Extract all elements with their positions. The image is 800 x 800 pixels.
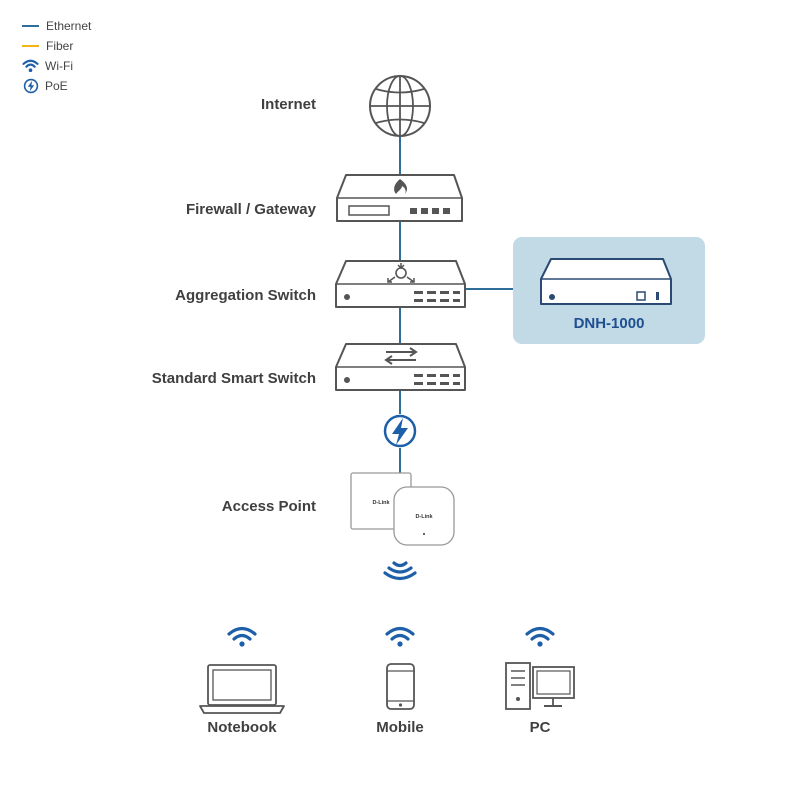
access-point-label: Access Point [221, 498, 316, 515]
ap-brand-text-front: D-Link [415, 514, 433, 520]
desktop-pc-icon [505, 662, 575, 710]
phone-icon [386, 663, 415, 710]
wifi-icon [22, 58, 39, 74]
dnh-label: DNH-1000 [573, 315, 645, 332]
dnh-appliance-icon [540, 258, 672, 305]
legend-poe-label: PoE [45, 79, 68, 93]
dnh-panel: DNH-1000 [513, 237, 705, 344]
legend-poe: PoE [22, 78, 68, 94]
internet-label: Internet [260, 96, 316, 113]
legend-ethernet-label: Ethernet [46, 19, 92, 33]
mobile-label: Mobile [376, 719, 424, 736]
aggregation-switch-icon [335, 260, 466, 308]
smart-switch-icon [335, 343, 466, 391]
aggregation-switch-label: Aggregation Switch [175, 287, 316, 304]
access-point-icon: D-Link D-Link [350, 472, 455, 546]
wifi-icon-notebook [227, 626, 257, 647]
legend-wifi-label: Wi-Fi [45, 59, 73, 73]
globe-icon [369, 75, 431, 137]
fiber-line-swatch [22, 45, 39, 47]
wifi-icon-pc [525, 626, 555, 647]
ap-brand-text: D-Link [372, 500, 390, 506]
poe-lightning-icon [22, 78, 39, 94]
firewall-flame-icon [336, 174, 463, 222]
pc-label: PC [529, 719, 551, 736]
notebook-label: Notebook [207, 719, 277, 736]
wifi-icon-mobile [385, 626, 415, 647]
legend-fiber-label: Fiber [46, 39, 74, 53]
poe-lightning-icon [383, 414, 417, 448]
wifi-broadcast-icon [383, 561, 417, 581]
firewall-label: Firewall / Gateway [185, 201, 316, 218]
smart-switch-label: Standard Smart Switch [151, 370, 316, 387]
legend-wifi: Wi-Fi [22, 58, 73, 74]
ethernet-line-swatch [22, 25, 39, 27]
legend-fiber: Fiber [22, 38, 73, 54]
legend-ethernet: Ethernet [22, 18, 91, 34]
laptop-icon [199, 664, 285, 714]
